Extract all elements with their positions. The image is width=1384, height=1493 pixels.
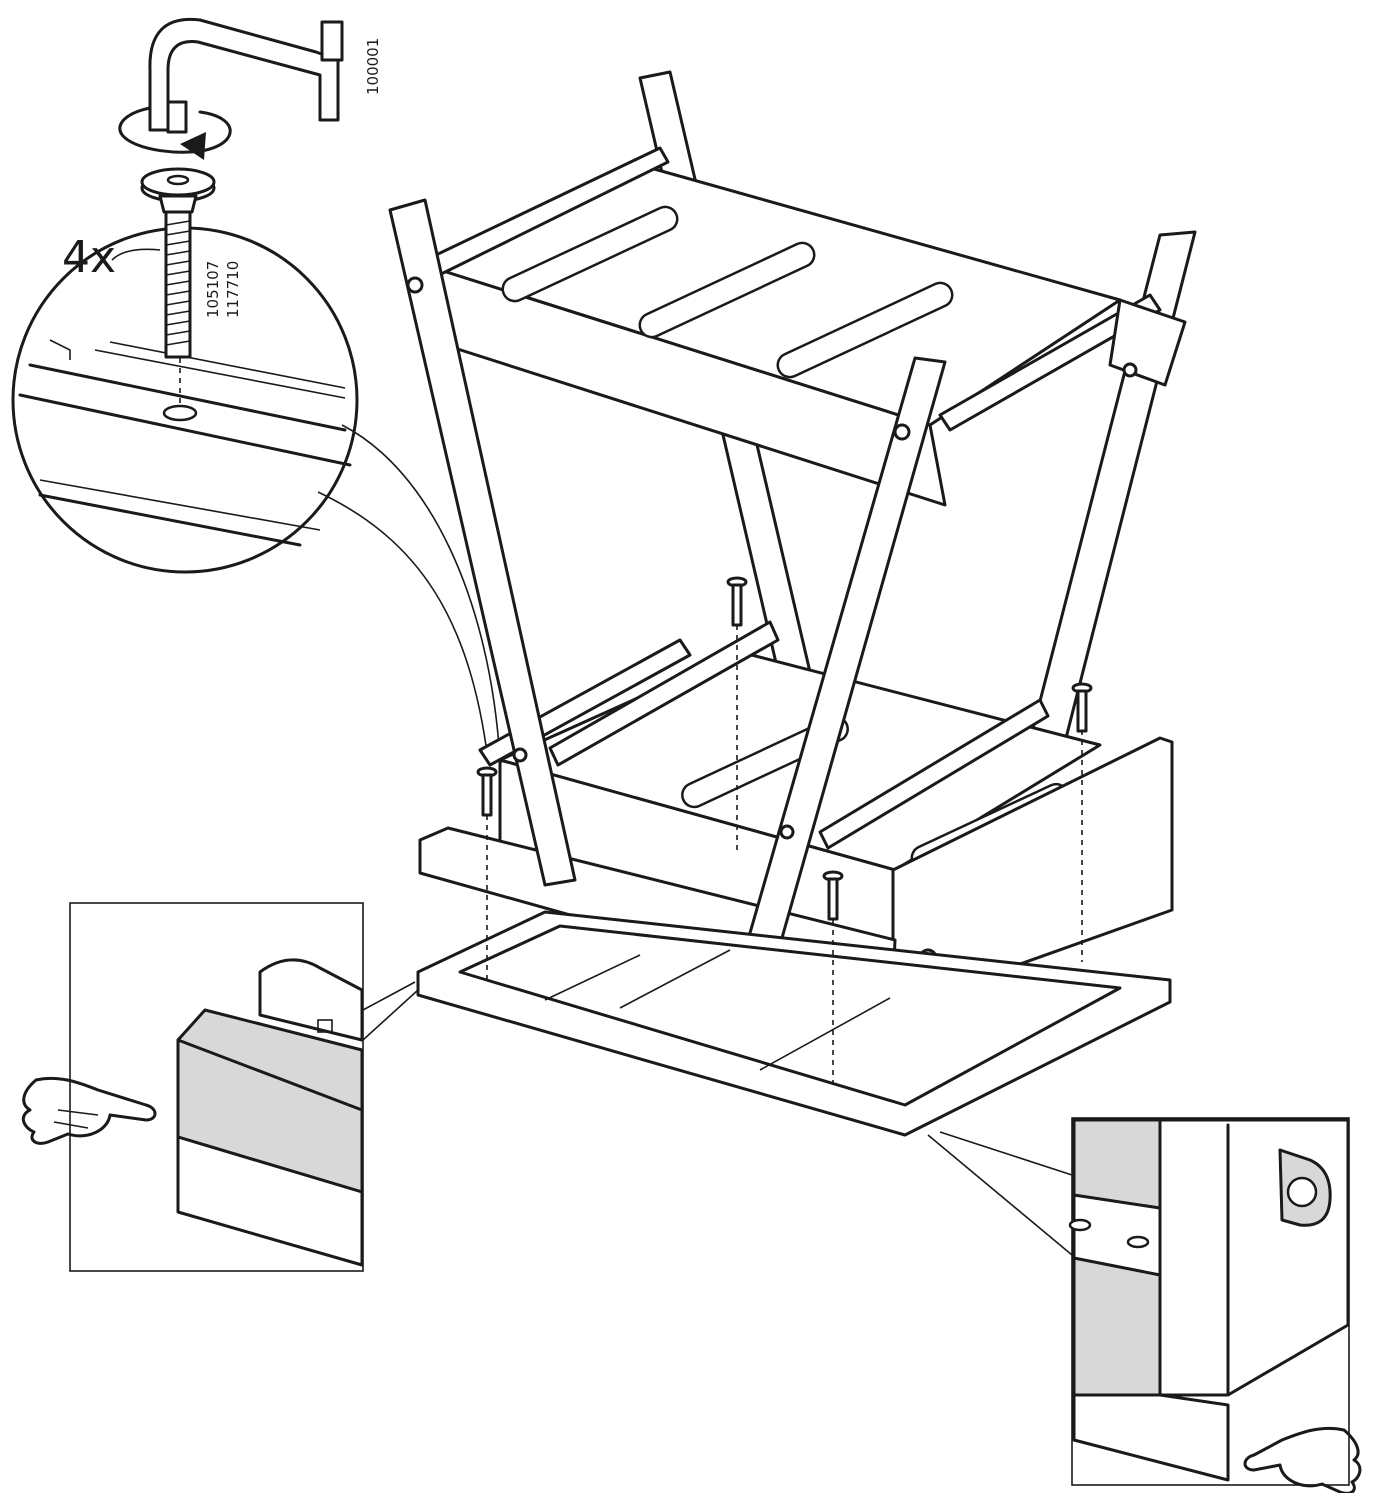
magnified-rail bbox=[18, 339, 352, 547]
bolt-code-1: 105107 bbox=[204, 261, 222, 318]
screw-icon bbox=[476, 576, 1093, 1085]
stool-frame bbox=[388, 70, 1197, 1137]
detail-box-right bbox=[927, 1117, 1362, 1493]
quantity-label: 4x bbox=[62, 232, 116, 283]
allen-key-icon bbox=[148, 17, 344, 134]
bolt-code-2: 117710 bbox=[224, 261, 242, 318]
bolt-hole bbox=[162, 404, 198, 422]
bolt-detail-callout: 4x 100001 105107 117710 bbox=[11, 17, 501, 761]
callout-connector bbox=[317, 491, 489, 761]
detail-box-left bbox=[21, 902, 419, 1272]
pointing-hand-icon bbox=[1243, 1426, 1362, 1493]
pointing-hand-icon bbox=[21, 1076, 157, 1145]
front-leg-left bbox=[388, 198, 577, 887]
bolt-icon bbox=[140, 167, 216, 359]
rotate-arrow-icon bbox=[118, 106, 232, 160]
allen-key-code: 100001 bbox=[364, 38, 382, 95]
